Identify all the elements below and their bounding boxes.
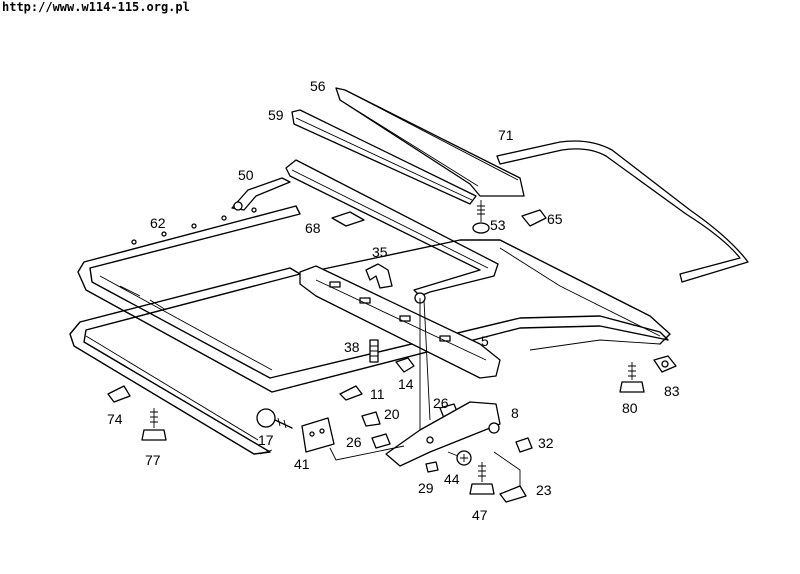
part-53-buffer bbox=[472, 200, 490, 234]
part-14-clip bbox=[395, 357, 415, 373]
label-11: 11 bbox=[370, 386, 385, 402]
part-35-bracket bbox=[365, 263, 393, 289]
label-65: 65 bbox=[547, 211, 563, 227]
part-77-screw bbox=[141, 408, 167, 441]
part-47-screw bbox=[469, 462, 495, 495]
part-65-clip bbox=[521, 209, 547, 227]
part-44-screw bbox=[447, 450, 472, 466]
part-8-mechanism bbox=[385, 298, 501, 467]
label-56: 56 bbox=[310, 78, 326, 94]
part-59-seal-strip bbox=[291, 109, 477, 205]
label-80: 80 bbox=[622, 400, 638, 416]
part-5-cable-guide bbox=[299, 265, 501, 379]
label-50: 50 bbox=[238, 167, 254, 183]
part-71-weatherstrip bbox=[496, 140, 749, 283]
label-83: 83 bbox=[664, 383, 680, 399]
label-26a: 26 bbox=[433, 395, 449, 411]
part-20-pad bbox=[361, 411, 381, 427]
part-38-spring bbox=[369, 339, 379, 363]
label-74: 74 bbox=[107, 411, 123, 427]
label-23: 23 bbox=[536, 482, 552, 498]
part-11-clip bbox=[339, 385, 363, 401]
part-68-plate bbox=[331, 211, 365, 227]
label-41: 41 bbox=[294, 456, 310, 472]
label-29: 29 bbox=[418, 480, 434, 496]
label-5: 5 bbox=[481, 333, 489, 349]
label-17: 17 bbox=[258, 432, 274, 448]
part-80-screw bbox=[619, 362, 645, 393]
label-77: 77 bbox=[145, 452, 161, 468]
part-50-front-bar bbox=[231, 159, 499, 304]
part-62-frame bbox=[77, 205, 669, 393]
roof-outer-frame bbox=[69, 239, 671, 455]
part-56-deflector bbox=[335, 87, 525, 197]
label-14: 14 bbox=[398, 376, 414, 392]
part-23-bracket bbox=[493, 451, 527, 503]
part-41-plate bbox=[301, 417, 405, 461]
label-35: 35 bbox=[372, 244, 388, 260]
part-26b-slider bbox=[371, 433, 391, 449]
part-74-clip bbox=[107, 385, 131, 403]
label-71: 71 bbox=[498, 127, 514, 143]
label-8: 8 bbox=[511, 405, 519, 421]
label-44: 44 bbox=[444, 471, 460, 487]
label-26b: 26 bbox=[346, 434, 362, 450]
label-20: 20 bbox=[384, 406, 400, 422]
label-62: 62 bbox=[150, 215, 166, 231]
source-url: http://www.w114-115.org.pl bbox=[2, 0, 190, 14]
part-83-nut bbox=[653, 355, 677, 373]
label-32: 32 bbox=[538, 435, 554, 451]
label-47: 47 bbox=[472, 507, 488, 523]
label-59: 59 bbox=[268, 107, 284, 123]
part-17-screw bbox=[256, 408, 293, 455]
label-38: 38 bbox=[344, 339, 360, 355]
part-32-block bbox=[515, 437, 533, 453]
label-68: 68 bbox=[305, 220, 321, 236]
label-53: 53 bbox=[490, 217, 506, 233]
part-29-nut bbox=[425, 461, 439, 473]
